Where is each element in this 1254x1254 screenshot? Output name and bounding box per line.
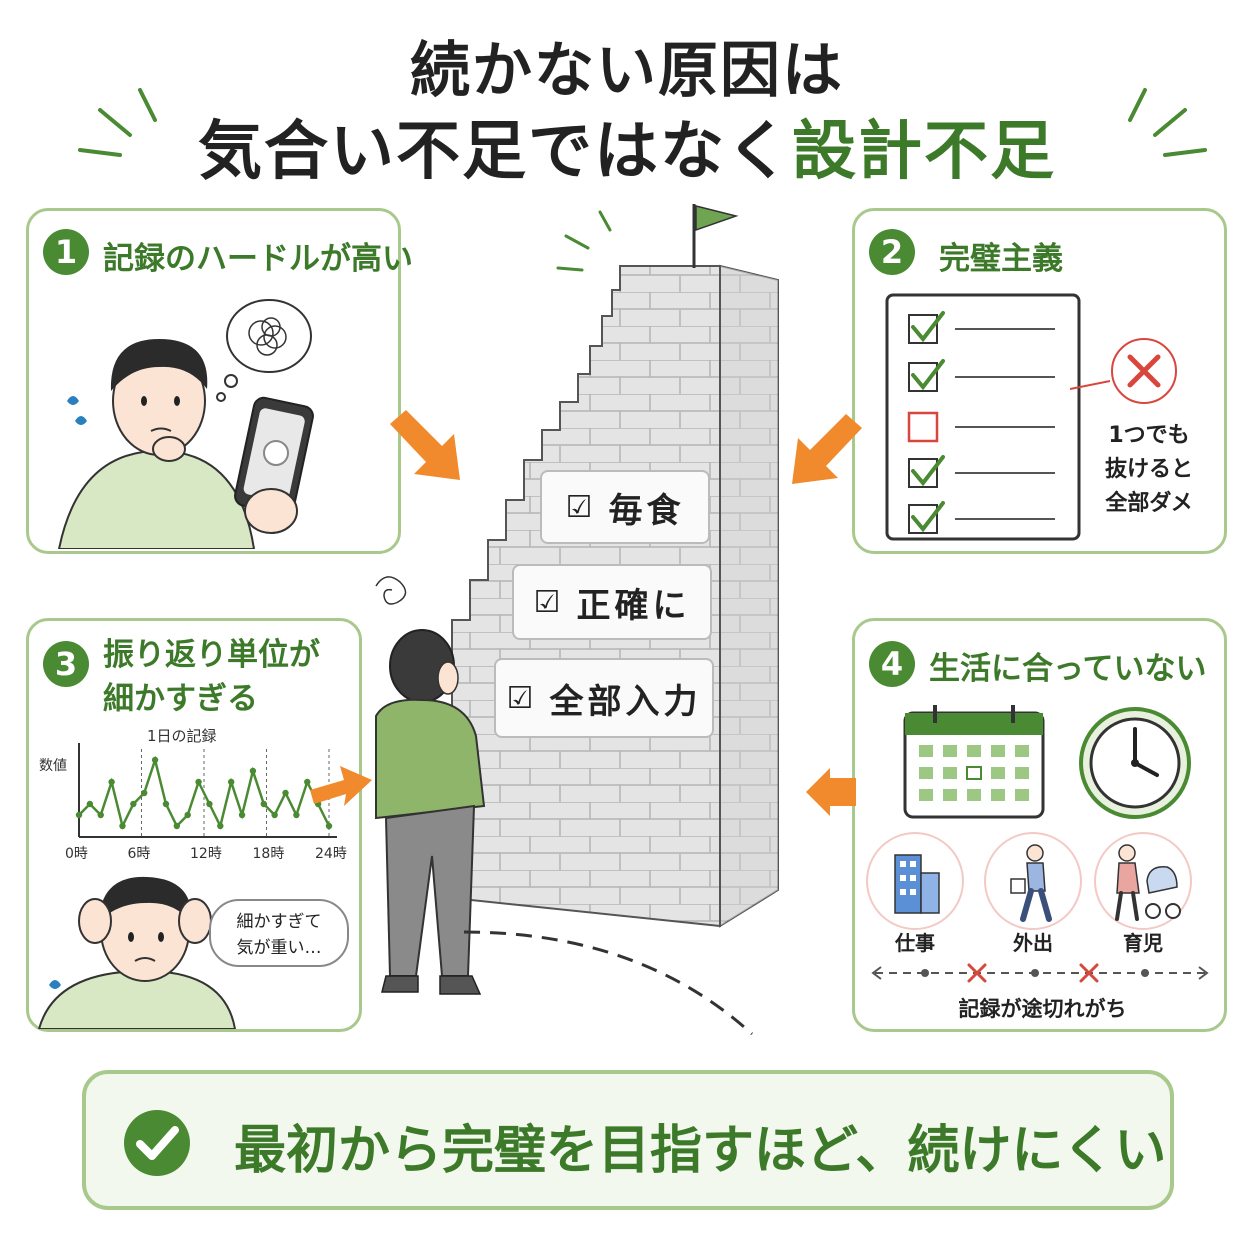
chart-title: 1日の記録 (147, 727, 217, 745)
dashed-path (463, 930, 754, 1036)
checkbox-icon: ☑ (506, 680, 538, 716)
panel-1-title: 記録のハードルが高い (103, 241, 413, 277)
x-tick-label: 12時 (190, 846, 222, 862)
bottom-message: 最初から完璧を目指すほど、続けにくい (234, 1121, 1167, 1181)
data-point (217, 822, 224, 830)
chart-ylabel: 数値 (39, 758, 67, 774)
note-line-1: 1つでも (1108, 423, 1190, 448)
walking-person-icon (984, 832, 1082, 930)
activity-label-1: 仕事 (895, 931, 935, 955)
data-point (162, 800, 170, 808)
x-tick-label: 24時 (315, 846, 347, 862)
x-bubble-icon (1070, 338, 1177, 404)
data-point (238, 811, 246, 819)
x-tick-label: 0時 (65, 846, 88, 862)
panel-2-note: 1つでも 抜けると 全部ダメ (1093, 419, 1205, 521)
data-point (141, 789, 148, 797)
x-tick-label: 18時 (252, 846, 285, 862)
data-point (249, 767, 257, 775)
data-point (97, 811, 104, 819)
data-point (325, 822, 333, 830)
data-point (282, 789, 289, 797)
bubble-line-2: 気が重い… (236, 938, 322, 958)
panel-1-number: 1 (43, 229, 89, 275)
title-prefix: 気合い不足ではなく (198, 115, 792, 189)
speech-bubble: 細かすぎて 気が重い… (209, 899, 349, 967)
activity-label-2: 外出 (1013, 931, 1053, 955)
data-point (260, 800, 267, 808)
data-point (271, 811, 278, 819)
chart-x-ticks: 0時 6時 12時 18時 24時 (29, 843, 365, 865)
sign-1: ☑ 毎食 (540, 470, 710, 544)
arrow-left-icon (806, 768, 856, 816)
calendar-icon (903, 705, 1045, 819)
standing-man-illustration (375, 576, 486, 995)
arrow-left-down-icon (792, 414, 862, 484)
panel-4-number: 4 (869, 641, 915, 687)
checkbox-icon: ☑ (565, 489, 597, 525)
note-line-3: 全部ダメ (1105, 491, 1193, 516)
title-highlight: 設計不足 (792, 115, 1056, 189)
x-tick-label: 6時 (127, 846, 151, 862)
data-point (293, 811, 300, 819)
sign-1-text: 毎食 (608, 490, 685, 531)
data-point (86, 800, 94, 808)
check-circle-icon (124, 1110, 190, 1176)
emphasis-lines-left (78, 88, 157, 157)
data-point (108, 778, 115, 786)
stroller-icon (1094, 832, 1192, 930)
arrow-right-down-icon (390, 410, 460, 480)
page-title-line1: 続かない原因は (410, 36, 844, 106)
note-line-2: 抜けると (1104, 457, 1193, 482)
data-point (130, 800, 137, 808)
data-point (75, 811, 83, 819)
bottom-banner: 最初から完璧を目指すほど、続けにくい (82, 1070, 1174, 1210)
emphasis-lines-right (1128, 88, 1207, 157)
data-point (119, 822, 126, 830)
bubble-line-1: 細かすぎて (236, 912, 322, 932)
data-point (151, 756, 159, 764)
flag-icon (695, 205, 739, 232)
checkbox-icon: ☑ (533, 584, 565, 620)
worried-person-with-phone-illustration (57, 299, 314, 549)
panel-2-title: 完璧主義 (939, 241, 1063, 277)
page-title-line2: 気合い不足ではなく設計不足 (0, 100, 1254, 192)
data-point (184, 811, 191, 819)
panel-4-title: 生活に合っていない (929, 651, 1207, 687)
data-point (206, 800, 213, 808)
activity-label-3: 育児 (1123, 931, 1163, 955)
data-point (195, 778, 202, 786)
panel-3-number: 3 (43, 641, 89, 687)
panel-3-title-line1: 振り返り単位が (103, 637, 320, 673)
checklist-illustration (885, 293, 1081, 541)
data-point (173, 822, 181, 830)
building-icon (866, 832, 964, 930)
stressed-person-illustration (37, 876, 237, 1029)
panel-2: 2 完璧主義 1つでも 抜けると 全部ダメ (852, 208, 1227, 554)
sign-3: ☑ 全部入力 (494, 658, 714, 738)
sign-2-text: 正確に (576, 585, 691, 626)
panel-2-number: 2 (869, 229, 915, 275)
data-point (227, 778, 235, 786)
clock-icon (1079, 707, 1191, 819)
panel-4-caption: 記録が途切れがち (958, 997, 1127, 1021)
panel-3-title-line2: 細かすぎる (103, 681, 258, 717)
panel-3-title: 振り返り単位が 細かすぎる (103, 633, 320, 721)
panel-1: 1 記録のハードルが高い (26, 208, 413, 554)
series-line (78, 755, 331, 830)
arrow-right-icon (310, 766, 372, 806)
panel-4: 4 生活に合っていない (852, 618, 1227, 1032)
panel-3: 3 振り返り単位が 細かすぎる 1日の記録 数値 0時 6時 12時 18時 24時 細… (26, 618, 362, 1032)
sign-2: ☑ 正確に (512, 564, 712, 640)
data-point (304, 778, 311, 786)
sign-3-text: 全部入力 (549, 681, 702, 722)
broken-timeline (871, 963, 1209, 983)
